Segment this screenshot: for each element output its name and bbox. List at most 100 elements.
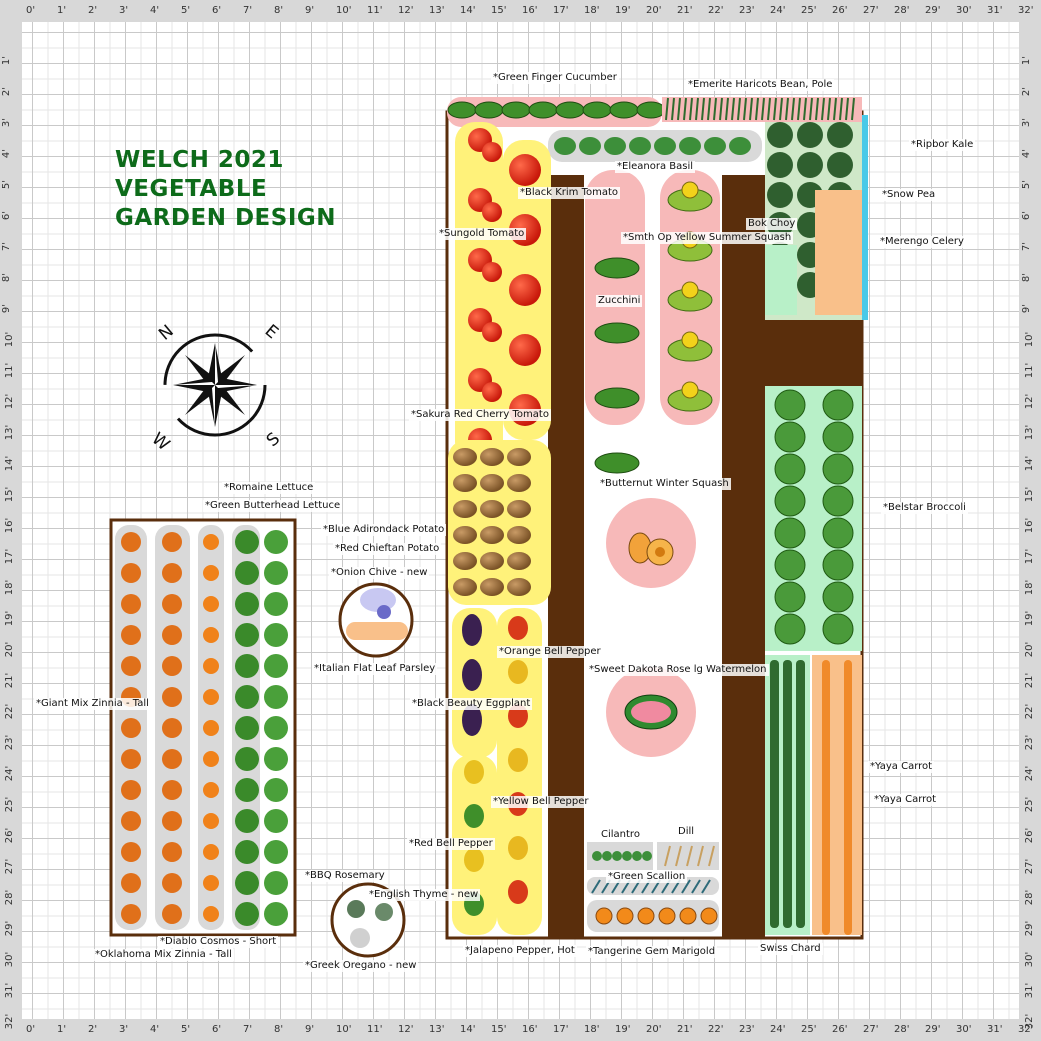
- tomato-icon: [482, 382, 502, 402]
- cucumber-icon: [447, 101, 477, 119]
- cosmos-icon: [203, 627, 219, 643]
- lettuce-icon: [264, 685, 288, 709]
- label-butternut-squash: *Butternut Winter Squash: [598, 478, 731, 490]
- ruler-col-label: 26': [832, 1024, 848, 1035]
- tomato-icon: [509, 334, 541, 366]
- label-yaya-carrot-2: *Yaya Carrot: [872, 794, 939, 806]
- bean-icon: [713, 97, 717, 121]
- cucumber-row: [447, 101, 666, 119]
- ruler-col-label: 21': [677, 1024, 693, 1035]
- ruler-col-label: 7': [243, 1024, 253, 1035]
- flower-plants: [121, 530, 288, 926]
- ruler-col-label: 12': [398, 5, 414, 16]
- basil-row: [554, 137, 751, 155]
- lettuce-icon: [264, 716, 288, 740]
- zinnia-icon: [121, 749, 141, 769]
- ruler-col-label: 18': [584, 5, 600, 16]
- bean-icon: [815, 97, 819, 121]
- lettuce-icon: [264, 840, 288, 864]
- potato-icon: [453, 448, 477, 466]
- kale-icon: [827, 152, 853, 178]
- potato-icon: [480, 448, 504, 466]
- ruler-col-label: 0': [26, 1024, 36, 1035]
- cosmos-icon: [203, 596, 219, 612]
- bok-choy-bed: [765, 245, 797, 315]
- basil-icon: [579, 137, 601, 155]
- eggplant-icon: [462, 659, 482, 691]
- zinnia-icon: [162, 532, 182, 552]
- potato-icon: [480, 526, 504, 544]
- label-jalapeno: *Jalapeno Pepper, Hot: [463, 945, 577, 957]
- ruler-col-label: 15': [491, 5, 507, 16]
- zinnia-icon: [162, 594, 182, 614]
- garden-title: WELCH 2021 VEGETABLE GARDEN DESIGN: [115, 146, 336, 233]
- label-ripbor-kale: *Ripbor Kale: [909, 139, 976, 151]
- ruler-col-label: 9': [305, 1024, 315, 1035]
- label-bbq-rosemary: *BBQ Rosemary: [303, 870, 387, 882]
- lettuce-icon: [264, 778, 288, 802]
- bean-icon: [737, 97, 741, 121]
- bean-row: [665, 97, 855, 121]
- lettuce-icon: [235, 716, 259, 740]
- broccoli-plants: [774, 389, 854, 645]
- broccoli-icon: [822, 485, 854, 517]
- potato-icon: [480, 474, 504, 492]
- bean-icon: [665, 97, 669, 121]
- ruler-col-label: 17': [553, 5, 569, 16]
- ruler-col-label: 8': [274, 5, 284, 16]
- bean-icon: [809, 97, 813, 121]
- kale-icon: [797, 152, 823, 178]
- label-oklahoma-zinnia: *Oklahoma Mix Zinnia - Tall: [93, 949, 234, 961]
- scallion-icon: [681, 879, 691, 894]
- potato-icon: [507, 552, 531, 570]
- potato-plants: [453, 448, 531, 596]
- potato-icon: [453, 526, 477, 544]
- label-green-finger-cucumber: *Green Finger Cucumber: [491, 72, 619, 84]
- potato-icon: [480, 578, 504, 596]
- bean-icon: [743, 97, 747, 121]
- label-belstar-broccoli: *Belstar Broccoli: [881, 502, 968, 514]
- bean-icon: [827, 97, 831, 121]
- scallion-icon: [591, 879, 601, 894]
- ruler-col-label: 19': [615, 5, 631, 16]
- ruler-col-label: 24': [770, 1024, 786, 1035]
- potato-icon: [507, 578, 531, 596]
- kale-icon: [767, 152, 793, 178]
- broccoli-icon: [822, 517, 854, 549]
- bean-icon: [761, 97, 765, 121]
- broccoli-icon: [822, 453, 854, 485]
- label-cilantro: Cilantro: [599, 829, 642, 841]
- zucchini-icon: [594, 322, 640, 344]
- lettuce-icon: [235, 592, 259, 616]
- tomato-icon: [509, 154, 541, 186]
- squash-flower-icon: [681, 181, 699, 199]
- ruler-col-label: 31': [987, 5, 1003, 16]
- ruler-col-label: 14': [460, 1024, 476, 1035]
- swiss-chard-icon: [770, 660, 779, 928]
- label-yellow-pepper: *Yellow Bell Pepper: [491, 796, 591, 808]
- tomato-icon: [482, 262, 502, 282]
- broccoli-icon: [774, 613, 806, 645]
- swiss-chard-icon: [783, 660, 792, 928]
- broccoli-icon: [774, 389, 806, 421]
- label-yellow-squash: *Smth Op Yellow Summer Squash: [621, 232, 794, 244]
- cosmos-icon: [203, 782, 219, 798]
- bean-icon: [797, 97, 801, 121]
- cucumber-icon: [582, 101, 612, 119]
- basil-icon: [679, 137, 701, 155]
- zinnia-icon: [121, 718, 141, 738]
- dill-icon: [708, 845, 715, 867]
- cosmos-icon: [203, 565, 219, 581]
- zinnia-icon: [162, 656, 182, 676]
- cilantro-icon: [592, 851, 602, 861]
- lettuce-icon: [235, 778, 259, 802]
- scallion-icon: [701, 879, 711, 894]
- ruler-col-label: 16': [522, 1024, 538, 1035]
- zinnia-icon: [121, 563, 141, 583]
- label-bok-choy: Bok Choy: [746, 218, 798, 230]
- zinnia-icon: [162, 904, 182, 924]
- ruler-col-label: 2': [88, 1024, 98, 1035]
- ruler-col-label: 15': [491, 1024, 507, 1035]
- lettuce-icon: [235, 840, 259, 864]
- swiss-chard-icon: [796, 660, 805, 928]
